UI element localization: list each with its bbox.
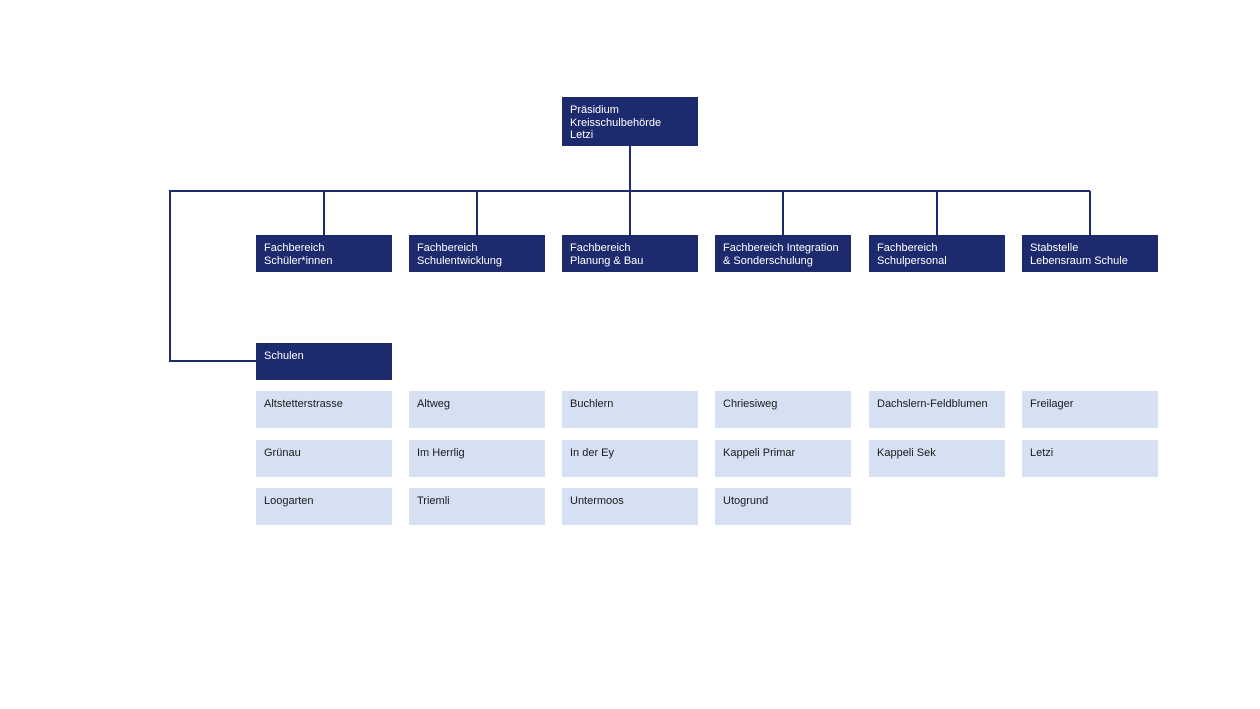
school-box: Utogrund <box>715 488 851 525</box>
school-box: Untermoos <box>562 488 698 525</box>
dept-box-schulentwicklung: Fachbereich Schulentwicklung <box>409 235 545 272</box>
school-box: Grünau <box>256 440 392 477</box>
school-box: Chriesiweg <box>715 391 851 428</box>
dept-box-planung-bau: Fachbereich Planung & Bau <box>562 235 698 272</box>
school-box: Loogarten <box>256 488 392 525</box>
school-box: Letzi <box>1022 440 1158 477</box>
dept-box-integration-sonderschulung: Fachbereich Integration & Sonderschulung <box>715 235 851 272</box>
school-box: Triemli <box>409 488 545 525</box>
schulen-connector-line <box>169 191 256 362</box>
root-box-praesidium: Präsidium Kreisschulbehörde Letzi <box>562 97 698 146</box>
school-box: Kappeli Sek <box>869 440 1005 477</box>
school-box: Kappeli Primar <box>715 440 851 477</box>
school-box: Buchlern <box>562 391 698 428</box>
dept-box-schulpersonal: Fachbereich Schulpersonal <box>869 235 1005 272</box>
school-box: In der Ey <box>562 440 698 477</box>
schulen-box: Schulen <box>256 343 392 380</box>
dept-box-lebensraum-schule: Stabstelle Lebensraum Schule <box>1022 235 1158 272</box>
school-box: Im Herrlig <box>409 440 545 477</box>
school-box: Dachslern-Feldblumen <box>869 391 1005 428</box>
dept-box-schueler-innen: Fachbereich Schüler*innen <box>256 235 392 272</box>
school-box: Altstetterstrasse <box>256 391 392 428</box>
school-box: Freilager <box>1022 391 1158 428</box>
school-box: Altweg <box>409 391 545 428</box>
